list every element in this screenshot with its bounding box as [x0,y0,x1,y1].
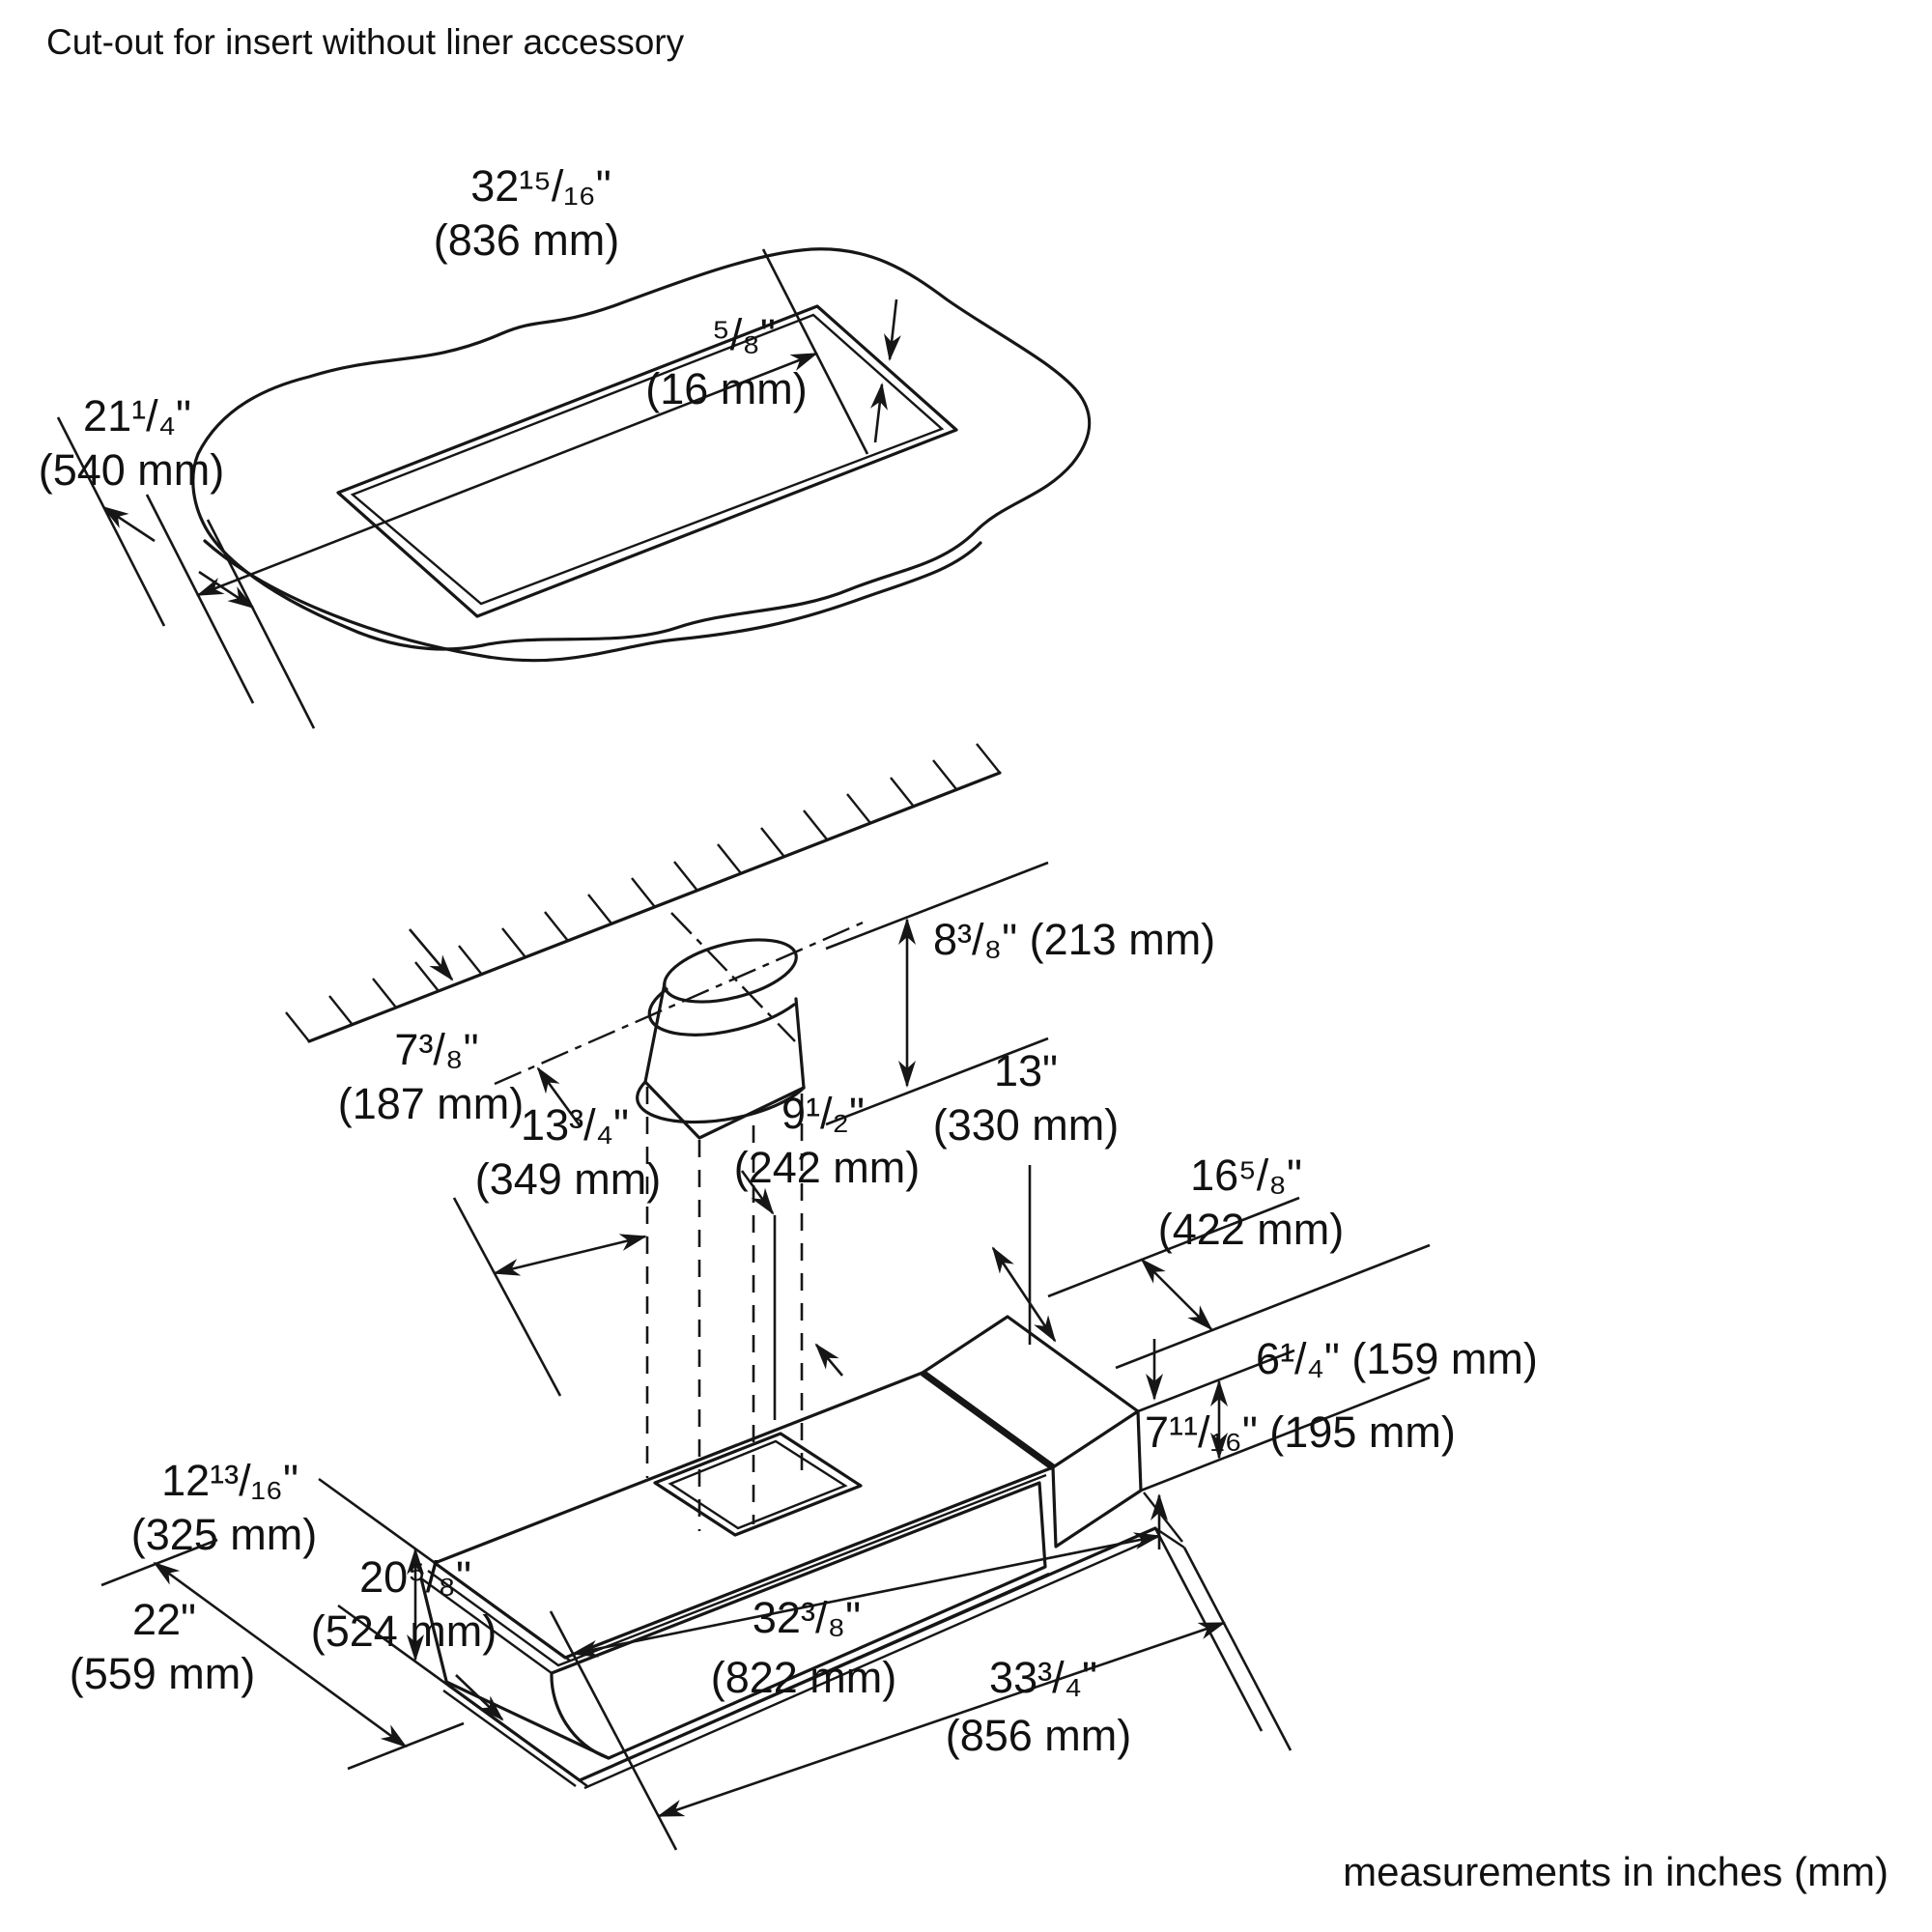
depth-outer-dim-line [153,1561,408,1748]
vent-opening-outer [653,1432,863,1537]
rim-arrow-up [870,383,888,443]
front-height-ext-upper [318,1477,571,1662]
cutout-depth-arrow-upleft [101,505,156,543]
hood-sloped-strip [921,1315,1140,1469]
front-height-label-in: 12¹³/₁₆" [161,1456,298,1505]
cutout-width-ext-left [145,494,255,704]
ceiling-hatch-marks [285,743,1001,1042]
top-depth-label-mm: (422 mm) [1158,1205,1345,1254]
top-depth-ext-b [1115,1243,1431,1370]
duct-centerline-long [494,918,870,1086]
duct-offset-label-mm: (187 mm) [338,1079,525,1128]
vent-opening-inner [668,1439,848,1530]
cutout-depth-arrow-downright [198,570,255,610]
duct-offset-leader [536,1066,582,1126]
ceiling-leader-arrow [409,928,454,981]
duct-side-right [794,997,806,1090]
front-height-label-mm: (325 mm) [131,1510,318,1559]
duct-centerline-cross [670,912,796,1042]
vent-width-label-mm: (242 mm) [734,1143,921,1192]
duct-height-ext-lower [825,1037,1049,1126]
duct-collar-lip [647,987,796,1037]
duct-bottom-arc [636,1080,806,1124]
duct-side-left [643,981,667,1084]
depth-inner-leader [455,1674,504,1721]
cutout-opening-inner [350,313,945,606]
width-outer-dim-line [657,1621,1226,1818]
slope-label-in: 13" [994,1046,1058,1095]
width-inner-label-mm: (822 mm) [711,1653,897,1702]
cutout-depth-label-in: 21¹/₄" [83,391,191,440]
vent-offset-label-in: 13³/₄" [521,1100,629,1150]
slope-label-mm: (330 mm) [933,1100,1120,1150]
units-note: measurements in inches (mm) [1343,1849,1889,1894]
duct-height-label: 8³/₈" (213 mm) [933,915,1215,964]
width-inner-dim-line [571,1532,1161,1658]
cutout-width-label-in: 32¹⁵/₁₆" [470,161,611,211]
width-inner-ext-right [1153,1527,1264,1732]
cutout-opening-outer [336,304,958,618]
rim-label-in: ⁵/₈" [712,310,776,359]
hood-left-face-edge [419,1577,448,1683]
width-outer-label-mm: (856 mm) [946,1711,1132,1760]
rear-height-label: 6¹/₄" (159 mm) [1256,1334,1538,1383]
depth-outer-label-in: 22" [132,1595,196,1644]
top-depth-label-in: 16⁵/₈" [1190,1151,1302,1200]
rim-arrow-down [883,298,901,361]
cutout-width-dim-line [196,352,818,597]
duct-offset-label-in: 7³/₈" [394,1025,478,1074]
width-outer-ext-right [1182,1547,1293,1751]
width-outer-label-in: 33³/₄" [989,1653,1097,1702]
rim-label-mm: (16 mm) [645,364,808,413]
hood-top-step-band-1 [427,1473,1047,1667]
top-depth-ext-a [1047,1196,1300,1298]
rear-height-ext-lower [1140,1376,1431,1492]
hood-right-face [1051,1409,1143,1548]
cutout-diagram: 32¹⁵/₁₆" (836 mm) ⁵/₈" (16 mm) 21¹/₄" (5… [39,161,1092,729]
depth-inner-label-in: 20⁵/₈" [359,1552,471,1602]
depth-outer-label-mm: (559 mm) [70,1649,256,1698]
hood-fold-line [920,1370,1056,1470]
vent-offset-ext [452,1197,562,1397]
cutout-depth-label-mm: (540 mm) [39,445,225,495]
page-title: Cut-out for insert without liner accesso… [46,22,685,62]
hood-left-bottom-edge [444,1680,611,1760]
vent-width-leader [740,1170,775,1215]
cutout-width-label-mm: (836 mm) [434,215,620,265]
hood-diagram: 7³/₈" (187 mm) 8³/₈" (213 mm) 13³/₄" (34… [70,743,1538,1851]
slope-dim-line [991,1246,1057,1343]
duct-transition [643,1080,806,1140]
vent-offset-dim-line [493,1234,647,1276]
width-inner-label-in: 32³/₈" [753,1593,861,1642]
cutout-depth-ext-lower [206,519,316,729]
cabinet-panel-outline [191,247,1092,651]
depth-inner-label-mm: (524 mm) [311,1606,497,1656]
cutout-width-ext-right [761,248,869,455]
top-depth-dim-line [1140,1258,1213,1331]
duct-collar-top [663,938,798,1004]
vent-width-label-in: 9¹/₂" [781,1089,865,1138]
panel-thickness-line [203,539,982,663]
bottom-height-label: 7¹¹/₁₆" (195 mm) [1145,1407,1456,1457]
vent-offset-label-mm: (349 mm) [475,1154,662,1204]
duct-height-ext-upper [825,861,1049,951]
flange-left-edge-2 [442,1690,577,1787]
vent-width-inner-arrow [814,1343,843,1377]
